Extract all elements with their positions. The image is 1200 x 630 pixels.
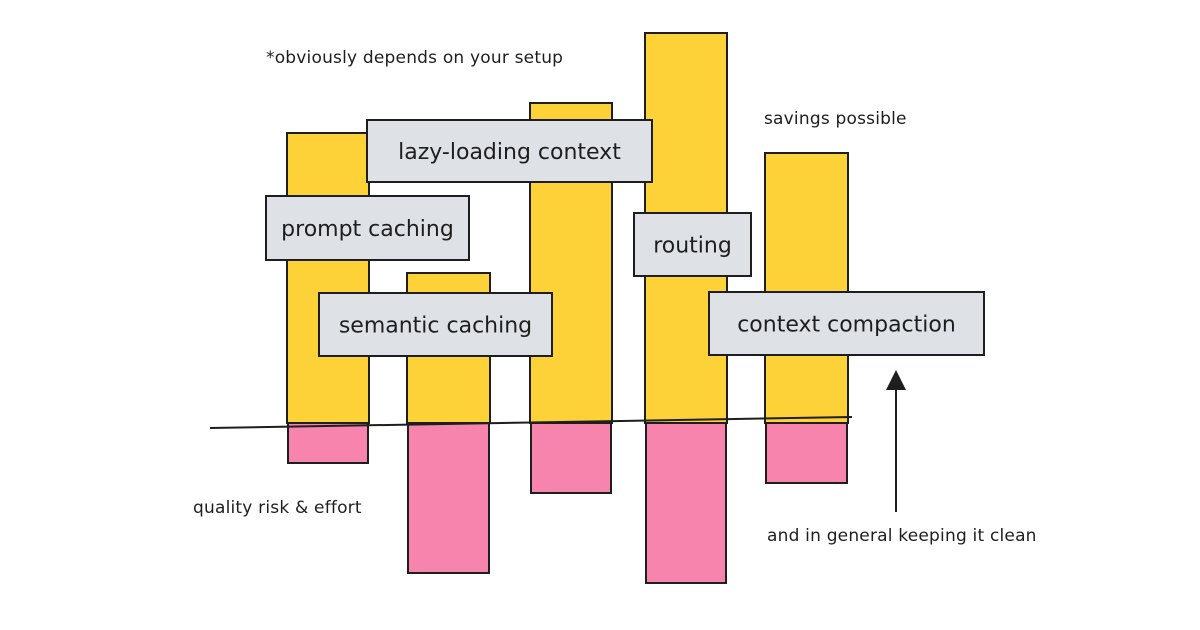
risk-bar: [287, 422, 369, 464]
baseline-axis: [209, 416, 853, 429]
category-label-box: lazy-loading context: [366, 119, 653, 183]
category-label: lazy-loading context: [398, 140, 621, 165]
category-label: prompt caching: [281, 217, 454, 242]
risk-bar: [765, 422, 848, 484]
risk-label: quality risk & effort: [193, 498, 362, 518]
category-label-box: routing: [633, 212, 752, 277]
clean-note: and in general keeping it clean: [767, 526, 1037, 546]
savings-label: savings possible: [764, 109, 907, 129]
category-label-box: context compaction: [708, 291, 985, 356]
category-label-box: prompt caching: [265, 195, 470, 261]
risk-bar: [530, 422, 612, 494]
risk-bar: [407, 422, 490, 574]
category-label: context compaction: [737, 313, 956, 338]
savings-bar: [286, 132, 370, 424]
category-label: routing: [653, 234, 732, 259]
category-label: semantic caching: [339, 314, 532, 339]
category-label-box: semantic caching: [318, 292, 553, 357]
risk-bar: [645, 422, 727, 584]
setup-footnote: *obviously depends on your setup: [266, 48, 564, 68]
savings-bar: [764, 152, 849, 424]
